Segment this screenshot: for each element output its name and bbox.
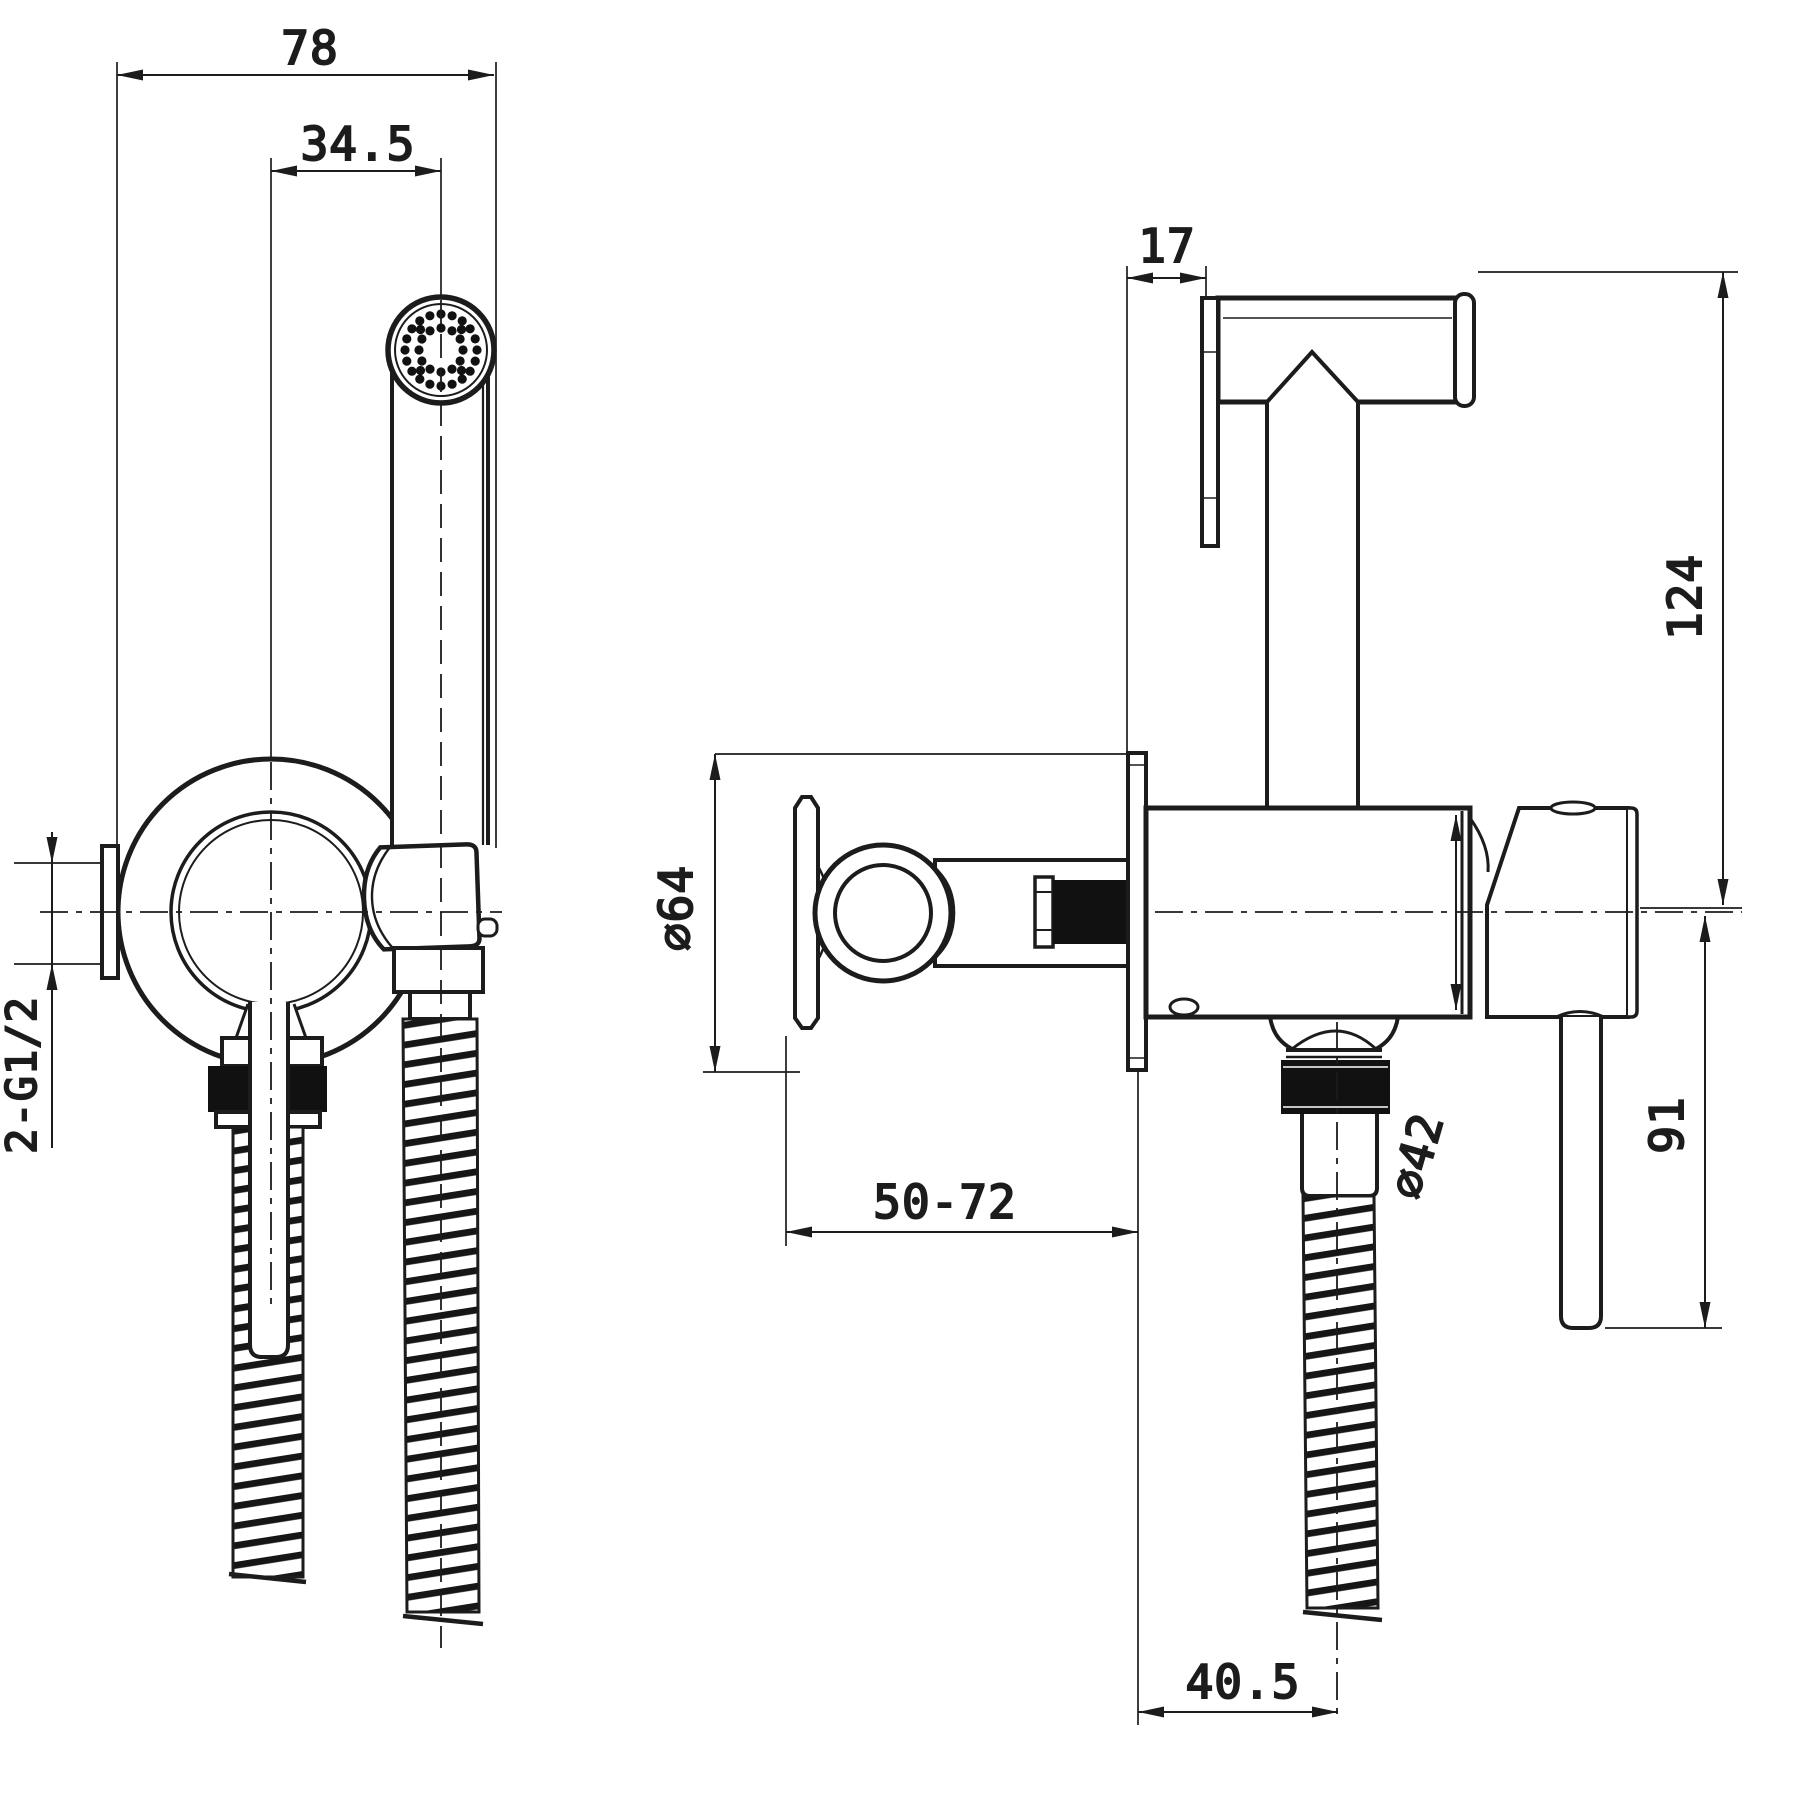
dim-124: 124 bbox=[1478, 271, 1742, 909]
dim-50-72: 50-72 bbox=[785, 1036, 1139, 1725]
side-view: 17 124 91 ∅64 bbox=[648, 218, 1742, 1725]
lever-bracket-side bbox=[1468, 800, 1639, 1330]
shutoff-valve-side bbox=[793, 795, 1132, 1030]
stem-nut bbox=[1033, 875, 1055, 949]
sprayer-holder-plate-side bbox=[1200, 296, 1220, 548]
dim-40-5: 40.5 bbox=[1138, 1654, 1338, 1718]
dim-78: 78 bbox=[116, 20, 497, 858]
dim-124-label: 124 bbox=[1658, 554, 1712, 640]
dim-34-5: 34.5 bbox=[270, 116, 442, 757]
dim-78-label: 78 bbox=[281, 21, 338, 75]
sprayer-hose-front bbox=[401, 1017, 484, 1627]
hose-outlet-side bbox=[1268, 1016, 1400, 1198]
dim-91-label: 91 bbox=[1640, 1096, 1694, 1153]
sprayer-handle-front bbox=[390, 368, 490, 848]
sprayer-hose-side bbox=[1301, 1194, 1383, 1623]
dim-17-label: 17 bbox=[1138, 219, 1195, 273]
dim-50-72-label: 50-72 bbox=[873, 1175, 1016, 1229]
mixer-lever-front bbox=[248, 1002, 290, 1359]
threaded-stem bbox=[1053, 880, 1128, 944]
escutcheon-plate-side bbox=[1126, 751, 1148, 1072]
side-centerlines bbox=[1155, 911, 1742, 1716]
front-centerlines bbox=[40, 300, 502, 1648]
dim-d42-label: ∅42 bbox=[1379, 1107, 1455, 1205]
dim-34-5-label: 34.5 bbox=[301, 117, 416, 171]
sprayer-head-side bbox=[1215, 292, 1476, 806]
holder-pivot-pin bbox=[476, 917, 499, 938]
handle-ring-inner bbox=[833, 863, 933, 963]
handle-bar bbox=[793, 795, 820, 1030]
front-view: 78 34.5 2-G1/2 bbox=[0, 20, 502, 1648]
hose-nut-side bbox=[1281, 1060, 1390, 1114]
holder-fitting-lower bbox=[408, 990, 472, 1021]
body-screw bbox=[1168, 997, 1200, 1017]
mixer-lever-side bbox=[1559, 1017, 1603, 1330]
mixer-hose-front bbox=[228, 1125, 307, 1585]
dim-40-5-label: 40.5 bbox=[1186, 1655, 1301, 1709]
dim-2-g12-label: 2-G1/2 bbox=[0, 996, 46, 1154]
sprayer-holder-cup bbox=[361, 842, 482, 952]
dim-17: 17 bbox=[1126, 218, 1207, 753]
dim-2-g12: 2-G1/2 bbox=[0, 832, 104, 1155]
holder-fitting-upper bbox=[392, 946, 485, 994]
dim-d64: ∅64 bbox=[648, 753, 1128, 1073]
dim-91: 91 bbox=[1605, 916, 1722, 1329]
dim-d64-label: ∅64 bbox=[649, 865, 703, 951]
